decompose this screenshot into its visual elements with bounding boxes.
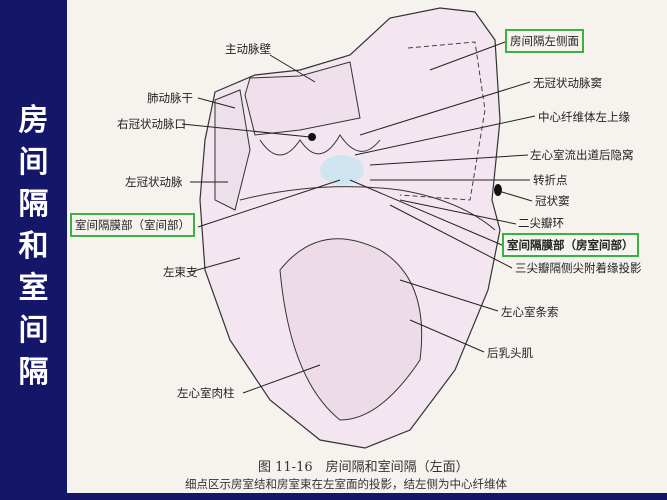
label-tricuspid-projection: 三尖瓣隔侧尖附着缘投影 [515, 261, 642, 275]
coronary-sinus-dot [494, 184, 502, 196]
aorta-wall [244, 61, 361, 136]
label-central-fibrous-body: 中心纤维体左上缘 [538, 110, 630, 124]
sidebar-title-char: 房 [18, 103, 49, 138]
slide-title: 房间隔和室间隔 [0, 100, 67, 394]
label-left-coronary-artery: 左冠状动脉 [125, 175, 183, 189]
figure-caption: 图 11-16 房间隔和室间隔（左面） [258, 460, 469, 475]
atrial-septum-dashed [399, 41, 486, 201]
sidebar-title-char: 间 [18, 145, 49, 180]
label-coronary-sinus: 冠状窦 [535, 194, 570, 208]
label-lv-trabeculae: 左心室肉柱 [177, 386, 235, 400]
sidebar-title-char: 隔 [18, 187, 49, 222]
label-lv-false-tendon: 左心室条索 [501, 305, 559, 319]
right-coronary-ostium-dot [308, 133, 316, 141]
trabeculae-region [279, 238, 423, 421]
label-lv-outflow-recess: 左心室流出道后隐窝 [530, 148, 634, 162]
aortic-valve-cusps [259, 134, 381, 156]
sidebar-title-char: 和 [18, 229, 49, 264]
interventricular-septum [239, 186, 496, 231]
label-left-bundle-branch: 左束支 [163, 265, 198, 279]
label-pulmonary-trunk: 肺动脉干 [147, 91, 193, 105]
label-membranous-interventricular: 室间隔膜部（室间部） [70, 213, 195, 237]
label-noncoronary-sinus: 无冠状动脉窦 [533, 76, 602, 90]
sidebar-title-char: 隔 [18, 355, 49, 390]
sidebar: 房间隔和室间隔 [0, 0, 67, 500]
label-membranous-atrioventricular: 室间隔膜部（房室间部） [502, 233, 639, 257]
av-node-area [320, 155, 364, 185]
leader-lines [181, 41, 536, 394]
sidebar-title-char: 间 [18, 313, 49, 348]
bottom-bar [0, 493, 667, 500]
label-posterior-papillary-muscle: 后乳头肌 [487, 346, 533, 360]
label-aorta-wall: 主动脉壁 [225, 42, 271, 56]
pulmonary-trunk [214, 89, 251, 211]
figure-note: 细点区示房室结和房室束在左室面的投影，结左侧为中心纤维体 [185, 477, 507, 491]
label-turning-point: 转折点 [533, 173, 568, 187]
sidebar-title-char: 室 [18, 271, 49, 306]
label-atrial-septum-left-surface: 房间隔左侧面 [505, 29, 584, 53]
label-right-coronary-ostium: 右冠状动脉口 [117, 117, 186, 131]
label-mitral-annulus: 二尖瓣环 [518, 216, 564, 230]
